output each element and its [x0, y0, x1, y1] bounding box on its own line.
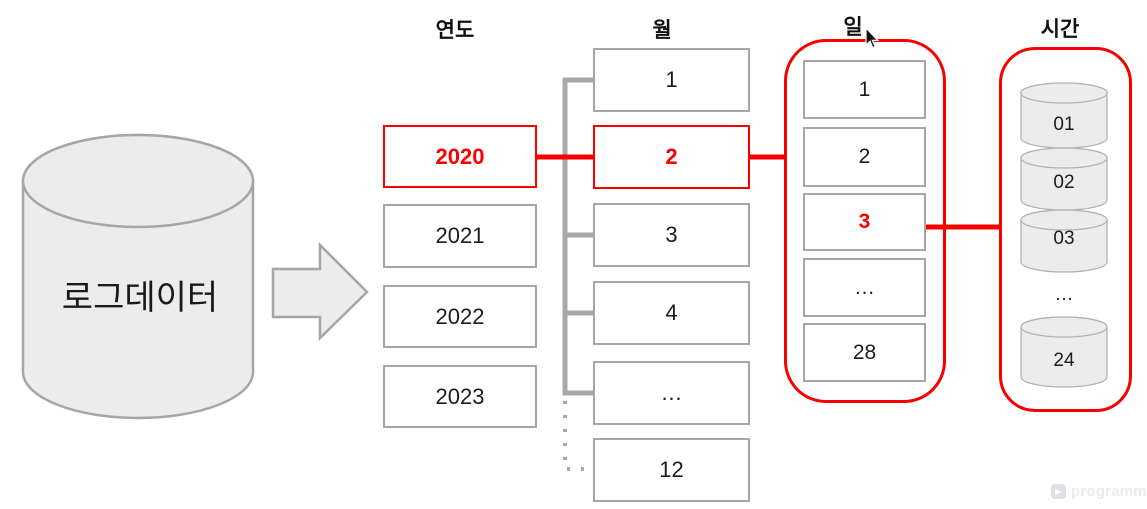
flow-arrow-icon	[271, 241, 369, 341]
hour-cylinder-label-01: 01	[1053, 114, 1075, 135]
day-box-ellipsis: …	[803, 258, 926, 317]
mouse-cursor-icon	[865, 26, 880, 49]
month-box-3: 3	[593, 203, 750, 267]
hour-cylinder-24	[1020, 316, 1108, 388]
year-box-2021: 2021	[383, 204, 537, 268]
month-box-label: 12	[659, 457, 684, 482]
month-box-label: 3	[665, 222, 678, 247]
month-box-ellipsis: …	[593, 361, 750, 425]
year-box-label: 2020	[435, 143, 485, 169]
day-box-label: 2	[858, 145, 871, 168]
hour-column-header: 시간	[1040, 18, 1080, 41]
programmers-watermark: programmers	[1051, 483, 1147, 500]
selected-path-connectors	[537, 154, 1001, 230]
day-box-2: 2	[803, 127, 926, 187]
hour-cylinder-label-24: 24	[1053, 350, 1075, 371]
year-box-label: 2022	[435, 303, 485, 329]
log-data-label: 로그데이터	[61, 279, 219, 317]
year-box-label: 2021	[435, 223, 485, 248]
programmers-logo-icon	[1051, 484, 1066, 499]
hour-cylinder-stack	[1020, 82, 1108, 388]
day-box-label: 3	[858, 210, 871, 233]
month-box-label: 2	[665, 144, 678, 169]
day-group-outline	[784, 39, 946, 403]
hour-cylinder-label-03: 03	[1053, 228, 1075, 249]
month-box-4: 4	[593, 281, 750, 345]
month-box-1: 1	[593, 48, 750, 112]
dotted-connector-month-12	[563, 401, 592, 471]
hour-cylinder-02	[1020, 147, 1108, 211]
month-column-header: 월	[652, 19, 672, 42]
hour-cylinder-01	[1020, 82, 1108, 149]
hour-cylinder-label-02: 02	[1053, 172, 1075, 193]
log-data-database-icon	[21, 133, 255, 420]
watermark-text: programmers	[1071, 483, 1147, 500]
month-box-label: 4	[665, 300, 678, 325]
month-box-2: 2	[593, 125, 750, 189]
day-box-28: 28	[803, 323, 926, 382]
hour-group-outline	[999, 47, 1132, 412]
year-column-header: 연도	[435, 19, 475, 42]
day-box-label: 28	[852, 340, 877, 364]
year-box-2022: 2022	[383, 285, 537, 348]
day-box-3: 3	[803, 193, 926, 251]
day-box-label: 1	[858, 77, 871, 101]
day-box-label: …	[854, 275, 875, 299]
month-branch-connectors	[562, 77, 594, 396]
year-box-2020: 2020	[383, 125, 537, 188]
month-box-label: 1	[665, 67, 678, 92]
year-box-2023: 2023	[383, 365, 537, 428]
hour-cylinder-03	[1020, 209, 1108, 273]
day-box-1: 1	[803, 60, 926, 119]
hour-ellipsis-label: …	[1054, 284, 1074, 305]
year-box-label: 2023	[435, 383, 485, 409]
month-box-label: …	[660, 380, 683, 405]
month-box-12: 12	[593, 438, 750, 502]
day-column-header: 일	[843, 16, 863, 39]
